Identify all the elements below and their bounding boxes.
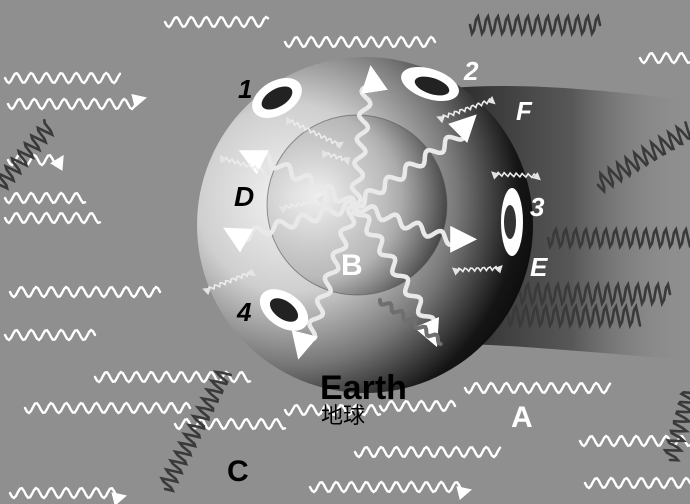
label-B: B [341, 249, 363, 282]
light-wave-6 [3, 191, 87, 205]
light-wave-4 [6, 93, 147, 111]
light-wave-7 [3, 211, 102, 225]
light-wave-5 [6, 153, 64, 171]
light-wave-11 [23, 401, 192, 415]
light-wave-15 [463, 381, 612, 395]
earth-label-chinese: 地球 [321, 404, 366, 429]
dark-wave-2 [546, 225, 690, 251]
small-arrow-6 [451, 265, 503, 276]
small-arrow-4 [436, 96, 496, 124]
spot-3 [501, 188, 523, 256]
light-wave-14 [378, 399, 457, 413]
spot-4 [259, 289, 309, 331]
label-F: F [516, 96, 532, 126]
ray-arrow-8 [378, 298, 443, 346]
light-wave-19 [308, 480, 472, 501]
light-wave-21 [638, 51, 690, 65]
ray-arrow-7 [238, 150, 358, 208]
dark-wave-5 [596, 121, 690, 195]
light-wave-1 [163, 15, 270, 29]
radiation-arrows [223, 65, 478, 360]
earth-label: Earth [320, 369, 407, 407]
light-wave-9 [3, 328, 97, 342]
small-arrow-3 [278, 194, 324, 214]
light-wave-18 [8, 486, 127, 504]
dark-wave-6 [0, 118, 55, 191]
small-arrow-8 [322, 149, 351, 166]
ray-arrow-5 [291, 202, 358, 360]
spot-2 [401, 66, 459, 102]
small-arrow-5 [491, 171, 541, 181]
light-wave-20 [583, 476, 690, 490]
small-arrow-7 [202, 268, 256, 296]
label-1: 1 [238, 74, 253, 104]
spot-1 [252, 78, 302, 118]
label-C: C [227, 455, 249, 488]
light-wave-16 [353, 445, 502, 459]
light-wave-3 [3, 71, 122, 85]
small-arrow-1 [285, 116, 344, 150]
ray-arrow-2 [352, 114, 477, 209]
small-arrow-2 [219, 154, 270, 176]
label-D: D [234, 181, 255, 212]
label-4: 4 [237, 297, 252, 327]
light-wave-13 [283, 403, 382, 417]
label-2: 2 [464, 56, 479, 86]
label-3: 3 [530, 192, 545, 222]
ray-arrow-1 [349, 65, 388, 208]
dark-wave-1 [468, 12, 602, 38]
light-wave-8 [8, 285, 162, 299]
dark-wave-7 [159, 370, 232, 493]
small-arrows [202, 96, 541, 296]
light-wave-2 [283, 35, 437, 49]
background-waves [0, 12, 690, 504]
ray-arrow-6 [223, 199, 358, 253]
ray-arrow-4 [351, 202, 440, 348]
dark-wave-8 [662, 390, 690, 462]
label-E: E [530, 252, 548, 282]
label-A: A [511, 401, 533, 434]
dark-wave-3 [498, 280, 672, 308]
ray-arrow-3 [352, 202, 478, 253]
